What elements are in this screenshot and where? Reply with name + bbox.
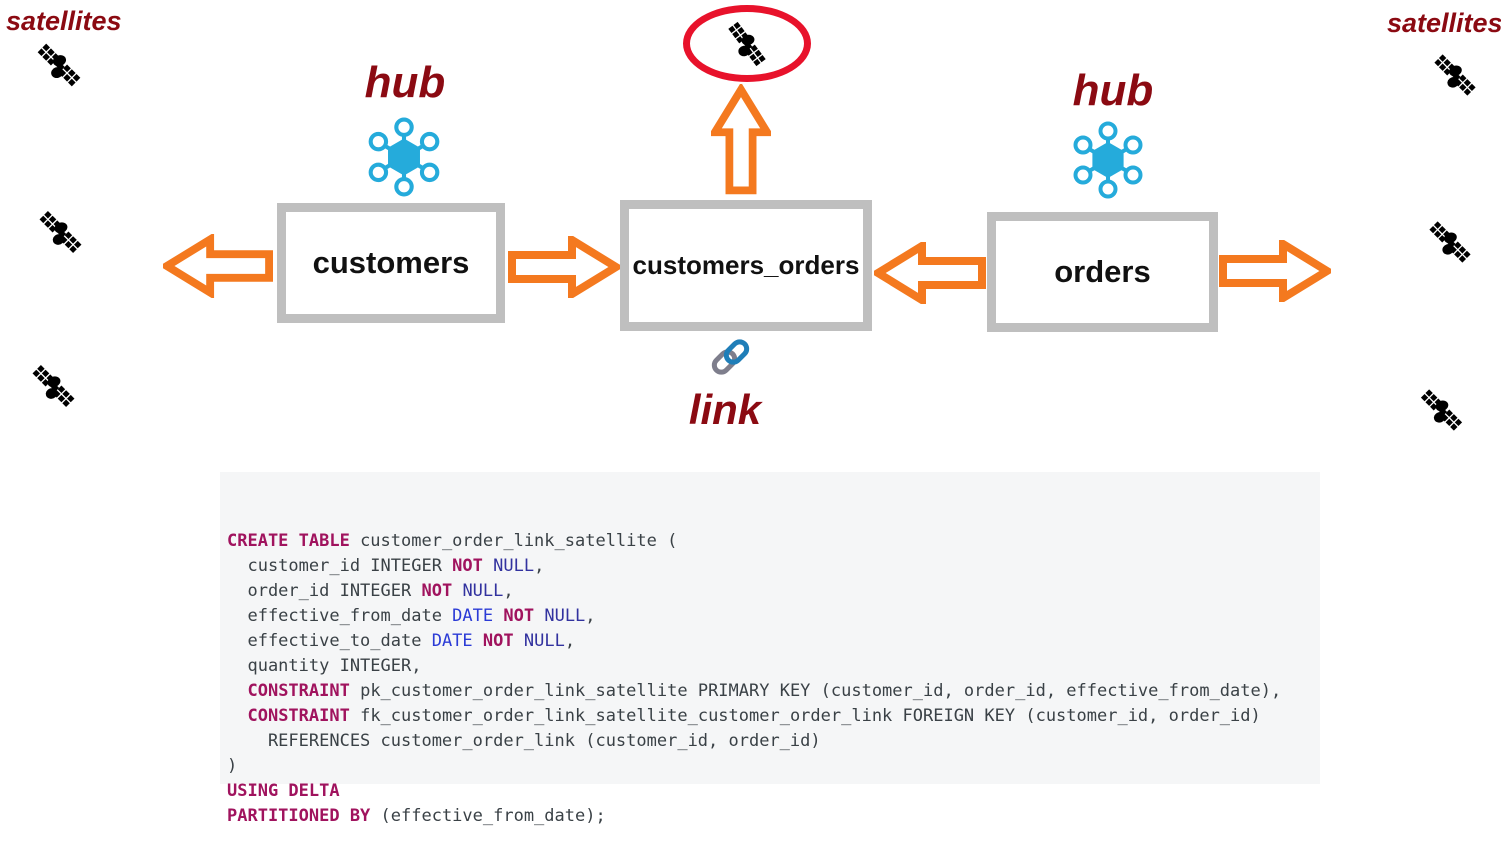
hollow-arrow-icon-right	[1219, 240, 1331, 302]
hub-label-left: hub	[364, 58, 446, 107]
satellites-label-left: satellites	[6, 6, 122, 36]
sql-code: CREATE TABLE customer_order_link_satelli…	[227, 531, 1282, 826]
chain-link-icon	[706, 334, 754, 382]
entity-label: customers	[312, 245, 470, 280]
entity-box-orders: orders	[987, 212, 1218, 332]
link-label: link	[688, 386, 762, 433]
hollow-arrow-icon-left	[163, 234, 273, 298]
entity-box-customers-orders: customers_orders	[620, 200, 872, 331]
hollow-arrow-icon-left	[874, 242, 986, 304]
red-ellipse-highlight	[683, 5, 811, 82]
sql-code-block: CREATE TABLE customer_order_link_satelli…	[220, 472, 1320, 826]
hollow-arrow-icon-right	[508, 236, 620, 298]
hub-network-icon	[1068, 120, 1148, 200]
satellites-label-right: satellites	[1387, 8, 1501, 38]
hub-label-right: hub	[1072, 66, 1154, 115]
satellite-icon	[1413, 382, 1470, 438]
entity-label: orders	[1054, 254, 1151, 289]
hub-network-icon	[363, 116, 445, 198]
satellite-icon	[32, 203, 89, 261]
satellite-icon	[1422, 214, 1478, 270]
entity-box-customers: customers	[277, 203, 505, 323]
satellite-icon	[25, 357, 82, 415]
satellite-icon	[715, 12, 778, 75]
entity-label: customers_orders	[632, 250, 860, 280]
satellite-icon	[30, 36, 88, 94]
hollow-arrow-icon-up	[711, 84, 771, 196]
satellite-icon	[1427, 47, 1483, 103]
